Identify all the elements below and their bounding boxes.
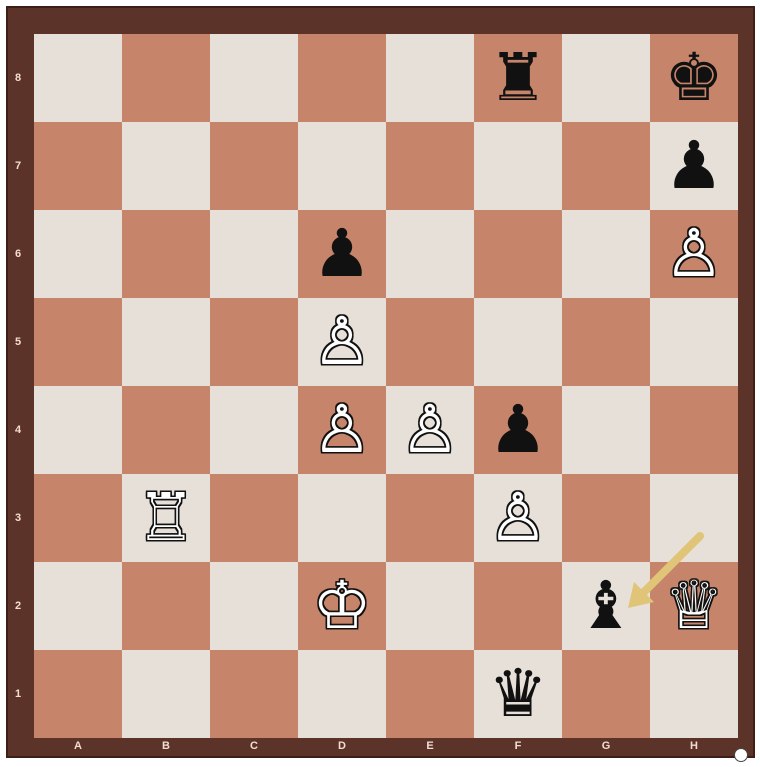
square-b2[interactable] bbox=[122, 562, 210, 650]
square-f8[interactable]: ♜ bbox=[474, 34, 562, 122]
square-e7[interactable] bbox=[386, 122, 474, 210]
square-d1[interactable] bbox=[298, 650, 386, 738]
square-c3[interactable] bbox=[210, 474, 298, 562]
file-label-h: H bbox=[650, 740, 738, 752]
square-g2[interactable]: ♝ bbox=[562, 562, 650, 650]
square-e2[interactable] bbox=[386, 562, 474, 650]
black-rook-f8[interactable]: ♜ bbox=[488, 45, 547, 111]
square-b7[interactable] bbox=[122, 122, 210, 210]
square-f3[interactable]: ♙ bbox=[474, 474, 562, 562]
file-label-d: D bbox=[298, 740, 386, 752]
square-b3[interactable]: ♖ bbox=[122, 474, 210, 562]
square-d8[interactable] bbox=[298, 34, 386, 122]
square-g6[interactable] bbox=[562, 210, 650, 298]
rank-label-1: 1 bbox=[6, 688, 30, 700]
square-e5[interactable] bbox=[386, 298, 474, 386]
file-label-c: C bbox=[210, 740, 298, 752]
rank-label-3: 3 bbox=[6, 512, 30, 524]
rank-label-7: 7 bbox=[6, 160, 30, 172]
square-g3[interactable] bbox=[562, 474, 650, 562]
file-label-b: B bbox=[122, 740, 210, 752]
white-pawn-f3[interactable]: ♙ bbox=[488, 485, 547, 551]
white-pawn-d4[interactable]: ♙ bbox=[312, 397, 371, 463]
square-d2[interactable]: ♔ bbox=[298, 562, 386, 650]
square-c1[interactable] bbox=[210, 650, 298, 738]
square-h5[interactable] bbox=[650, 298, 738, 386]
square-d3[interactable] bbox=[298, 474, 386, 562]
square-h4[interactable] bbox=[650, 386, 738, 474]
square-e1[interactable] bbox=[386, 650, 474, 738]
file-label-f: F bbox=[474, 740, 562, 752]
square-a6[interactable] bbox=[34, 210, 122, 298]
square-f5[interactable] bbox=[474, 298, 562, 386]
square-h6[interactable]: ♙ bbox=[650, 210, 738, 298]
square-d6[interactable]: ♟ bbox=[298, 210, 386, 298]
square-f4[interactable]: ♟ bbox=[474, 386, 562, 474]
square-b1[interactable] bbox=[122, 650, 210, 738]
square-h3[interactable] bbox=[650, 474, 738, 562]
square-c5[interactable] bbox=[210, 298, 298, 386]
square-f2[interactable] bbox=[474, 562, 562, 650]
square-e6[interactable] bbox=[386, 210, 474, 298]
black-pawn-d6[interactable]: ♟ bbox=[312, 221, 371, 287]
square-h7[interactable]: ♟ bbox=[650, 122, 738, 210]
square-d7[interactable] bbox=[298, 122, 386, 210]
square-b8[interactable] bbox=[122, 34, 210, 122]
white-king-d2[interactable]: ♔ bbox=[312, 573, 371, 639]
square-b5[interactable] bbox=[122, 298, 210, 386]
square-a4[interactable] bbox=[34, 386, 122, 474]
square-e4[interactable]: ♙ bbox=[386, 386, 474, 474]
square-h8[interactable]: ♚ bbox=[650, 34, 738, 122]
rank-label-6: 6 bbox=[6, 248, 30, 260]
square-c8[interactable] bbox=[210, 34, 298, 122]
square-a8[interactable] bbox=[34, 34, 122, 122]
black-queen-f1[interactable]: ♛ bbox=[488, 661, 547, 727]
square-h1[interactable] bbox=[650, 650, 738, 738]
white-pawn-e4[interactable]: ♙ bbox=[400, 397, 459, 463]
square-b6[interactable] bbox=[122, 210, 210, 298]
square-c2[interactable] bbox=[210, 562, 298, 650]
rank-label-2: 2 bbox=[6, 600, 30, 612]
square-b4[interactable] bbox=[122, 386, 210, 474]
rank-label-4: 4 bbox=[6, 424, 30, 436]
square-a3[interactable] bbox=[34, 474, 122, 562]
black-bishop-g2[interactable]: ♝ bbox=[576, 573, 635, 639]
file-label-a: A bbox=[34, 740, 122, 752]
square-f6[interactable] bbox=[474, 210, 562, 298]
square-g1[interactable] bbox=[562, 650, 650, 738]
square-d4[interactable]: ♙ bbox=[298, 386, 386, 474]
square-g8[interactable] bbox=[562, 34, 650, 122]
rank-label-8: 8 bbox=[6, 72, 30, 84]
square-d5[interactable]: ♙ bbox=[298, 298, 386, 386]
corner-dot bbox=[734, 748, 748, 762]
square-g7[interactable] bbox=[562, 122, 650, 210]
square-f1[interactable]: ♛ bbox=[474, 650, 562, 738]
square-c7[interactable] bbox=[210, 122, 298, 210]
black-king-h8[interactable]: ♚ bbox=[664, 45, 723, 111]
square-e3[interactable] bbox=[386, 474, 474, 562]
rank-label-5: 5 bbox=[6, 336, 30, 348]
square-a2[interactable] bbox=[34, 562, 122, 650]
square-f7[interactable] bbox=[474, 122, 562, 210]
square-a1[interactable] bbox=[34, 650, 122, 738]
black-pawn-h7[interactable]: ♟ bbox=[664, 133, 723, 199]
chess-board[interactable]: ♜ ♚ ♟ ♟ ♙ ♙ ♙ ♙ ♟ ♖ ♙ ♔ ♝ ♕ ♛ bbox=[34, 34, 738, 738]
file-label-g: G bbox=[562, 740, 650, 752]
square-h2[interactable]: ♕ bbox=[650, 562, 738, 650]
square-c6[interactable] bbox=[210, 210, 298, 298]
square-g5[interactable] bbox=[562, 298, 650, 386]
black-pawn-f4[interactable]: ♟ bbox=[488, 397, 547, 463]
square-a7[interactable] bbox=[34, 122, 122, 210]
white-pawn-h6[interactable]: ♙ bbox=[664, 221, 723, 287]
square-e8[interactable] bbox=[386, 34, 474, 122]
square-c4[interactable] bbox=[210, 386, 298, 474]
white-pawn-d5[interactable]: ♙ bbox=[312, 309, 371, 375]
file-label-e: E bbox=[386, 740, 474, 752]
white-rook-b3[interactable]: ♖ bbox=[136, 485, 195, 551]
square-g4[interactable] bbox=[562, 386, 650, 474]
square-a5[interactable] bbox=[34, 298, 122, 386]
white-queen-h2[interactable]: ♕ bbox=[664, 573, 723, 639]
